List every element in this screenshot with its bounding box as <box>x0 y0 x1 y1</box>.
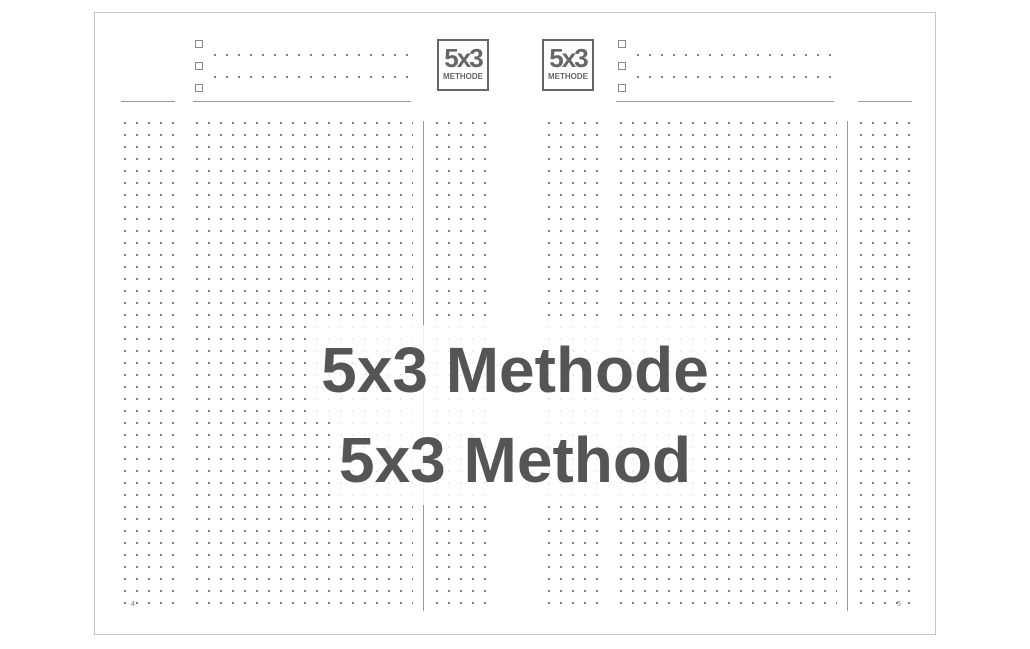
header-checkbox[interactable] <box>195 84 203 92</box>
page-number-left: 4 <box>131 601 135 608</box>
logo-5x3-methode: 5x3 METHODE <box>437 39 489 91</box>
header-checkbox[interactable] <box>195 40 203 48</box>
notebook-spread: 5x3 METHODE 4 5x3 METHODE <box>94 12 936 635</box>
header-checkbox[interactable] <box>618 62 626 70</box>
dot-grid-main-right <box>615 117 837 613</box>
logo-number: 5x3 <box>549 43 588 73</box>
dot-grid-margin-right <box>855 117 915 613</box>
dot-grid-margin-left <box>119 117 179 613</box>
logo-word: METHODE <box>548 72 588 81</box>
dot-grid-inner-right <box>543 117 603 613</box>
header-dotted-line <box>632 53 834 57</box>
dot-grid-inner-left <box>431 117 491 613</box>
logo-number: 5x3 <box>444 43 483 73</box>
logo-5x3-methode: 5x3 METHODE <box>542 39 594 91</box>
header-rule-short <box>121 101 175 102</box>
dot-grid-main-left <box>191 117 413 613</box>
column-divider-left <box>423 121 424 611</box>
header-dotted-line <box>209 75 413 79</box>
column-divider-right <box>847 121 848 611</box>
header-dotted-line <box>209 53 413 57</box>
header-checkbox[interactable] <box>195 62 203 70</box>
header-rule-long <box>616 101 834 102</box>
header-rule-short <box>858 101 912 102</box>
header-dotted-line <box>632 75 834 79</box>
header-checkbox[interactable] <box>618 84 626 92</box>
logo-word: METHODE <box>443 72 483 81</box>
page-number-right: 5 <box>897 601 901 608</box>
header-checkbox[interactable] <box>618 40 626 48</box>
header-rule-long <box>193 101 411 102</box>
